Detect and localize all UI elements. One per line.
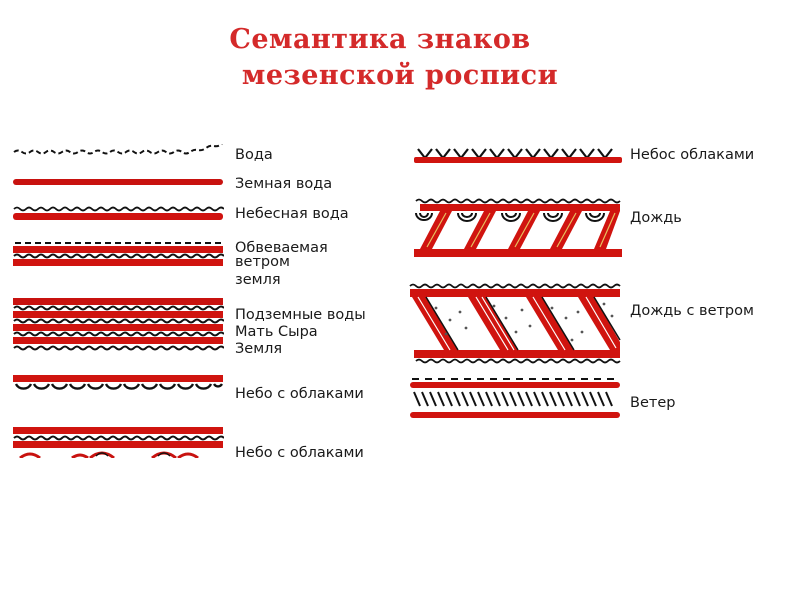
label-dozhd-veter: Дождь с ветром bbox=[630, 303, 754, 319]
red-band-icon bbox=[13, 179, 223, 185]
label-nebo-oblaka-2: Небо с облаками bbox=[235, 445, 364, 458]
wind-hatch-icon bbox=[410, 378, 620, 418]
label-line: Земля bbox=[235, 341, 283, 357]
label-nebesnaya-voda: Небесная вода bbox=[235, 206, 349, 222]
label-line: ветром bbox=[235, 254, 290, 270]
multi-red-bands-icon bbox=[13, 298, 224, 351]
wavy-red-band-icon bbox=[13, 206, 224, 220]
symbol-voda bbox=[12, 144, 224, 156]
label-podzemnye: Подземные воды Мать Сыра Земля bbox=[235, 307, 366, 358]
title-line-2: мезенской росписи bbox=[241, 60, 559, 91]
scallop-clouds-icon bbox=[13, 375, 224, 390]
rain-wind-icon bbox=[409, 283, 621, 364]
v-marks-band-icon bbox=[414, 148, 622, 163]
rain-ladder-icon bbox=[414, 198, 622, 257]
symbol-dozhd bbox=[410, 197, 624, 261]
label-voda: Вода bbox=[235, 147, 273, 163]
symbol-zemnaya-voda bbox=[12, 177, 224, 187]
label-dozhd: Дождь bbox=[630, 210, 682, 226]
symbols-figure: Вода Земная вода Небесная вода Обвеваема… bbox=[0, 130, 800, 458]
label-line: Мать Сыра bbox=[235, 324, 318, 340]
label-line: земля bbox=[235, 272, 281, 288]
symbol-veter bbox=[408, 376, 624, 420]
page-title: Семантика знаков мезенской росписи bbox=[0, 22, 800, 94]
ornament-clouds-icon bbox=[13, 427, 224, 458]
double-red-band-icon bbox=[13, 242, 224, 266]
symbol-obvevaemaya bbox=[12, 240, 224, 268]
label-line: Обвеваемая bbox=[235, 240, 328, 256]
label-nebo-oblaka-3: Небос облаками bbox=[630, 147, 755, 163]
label-veter: Ветер bbox=[630, 395, 676, 411]
symbol-nebesnaya-voda bbox=[12, 204, 224, 222]
black-wavy-line-icon bbox=[13, 144, 223, 155]
symbol-nebo-oblaka-2 bbox=[12, 426, 224, 458]
title-line-1: Семантика знаков bbox=[229, 24, 531, 55]
symbol-podzemnye bbox=[12, 297, 224, 355]
label-line: Подземные воды bbox=[235, 307, 366, 323]
symbol-dozhd-veter bbox=[406, 282, 624, 364]
label-zemnaya-voda: Земная вода bbox=[235, 176, 333, 192]
symbol-nebo-oblaka-3 bbox=[412, 146, 624, 164]
label-nebo-oblaka-1: Небо с облаками bbox=[235, 386, 364, 402]
symbol-nebo-oblaka-1 bbox=[12, 374, 224, 396]
label-obvevaemaya: Обвеваемая ветром земля bbox=[235, 240, 328, 288]
